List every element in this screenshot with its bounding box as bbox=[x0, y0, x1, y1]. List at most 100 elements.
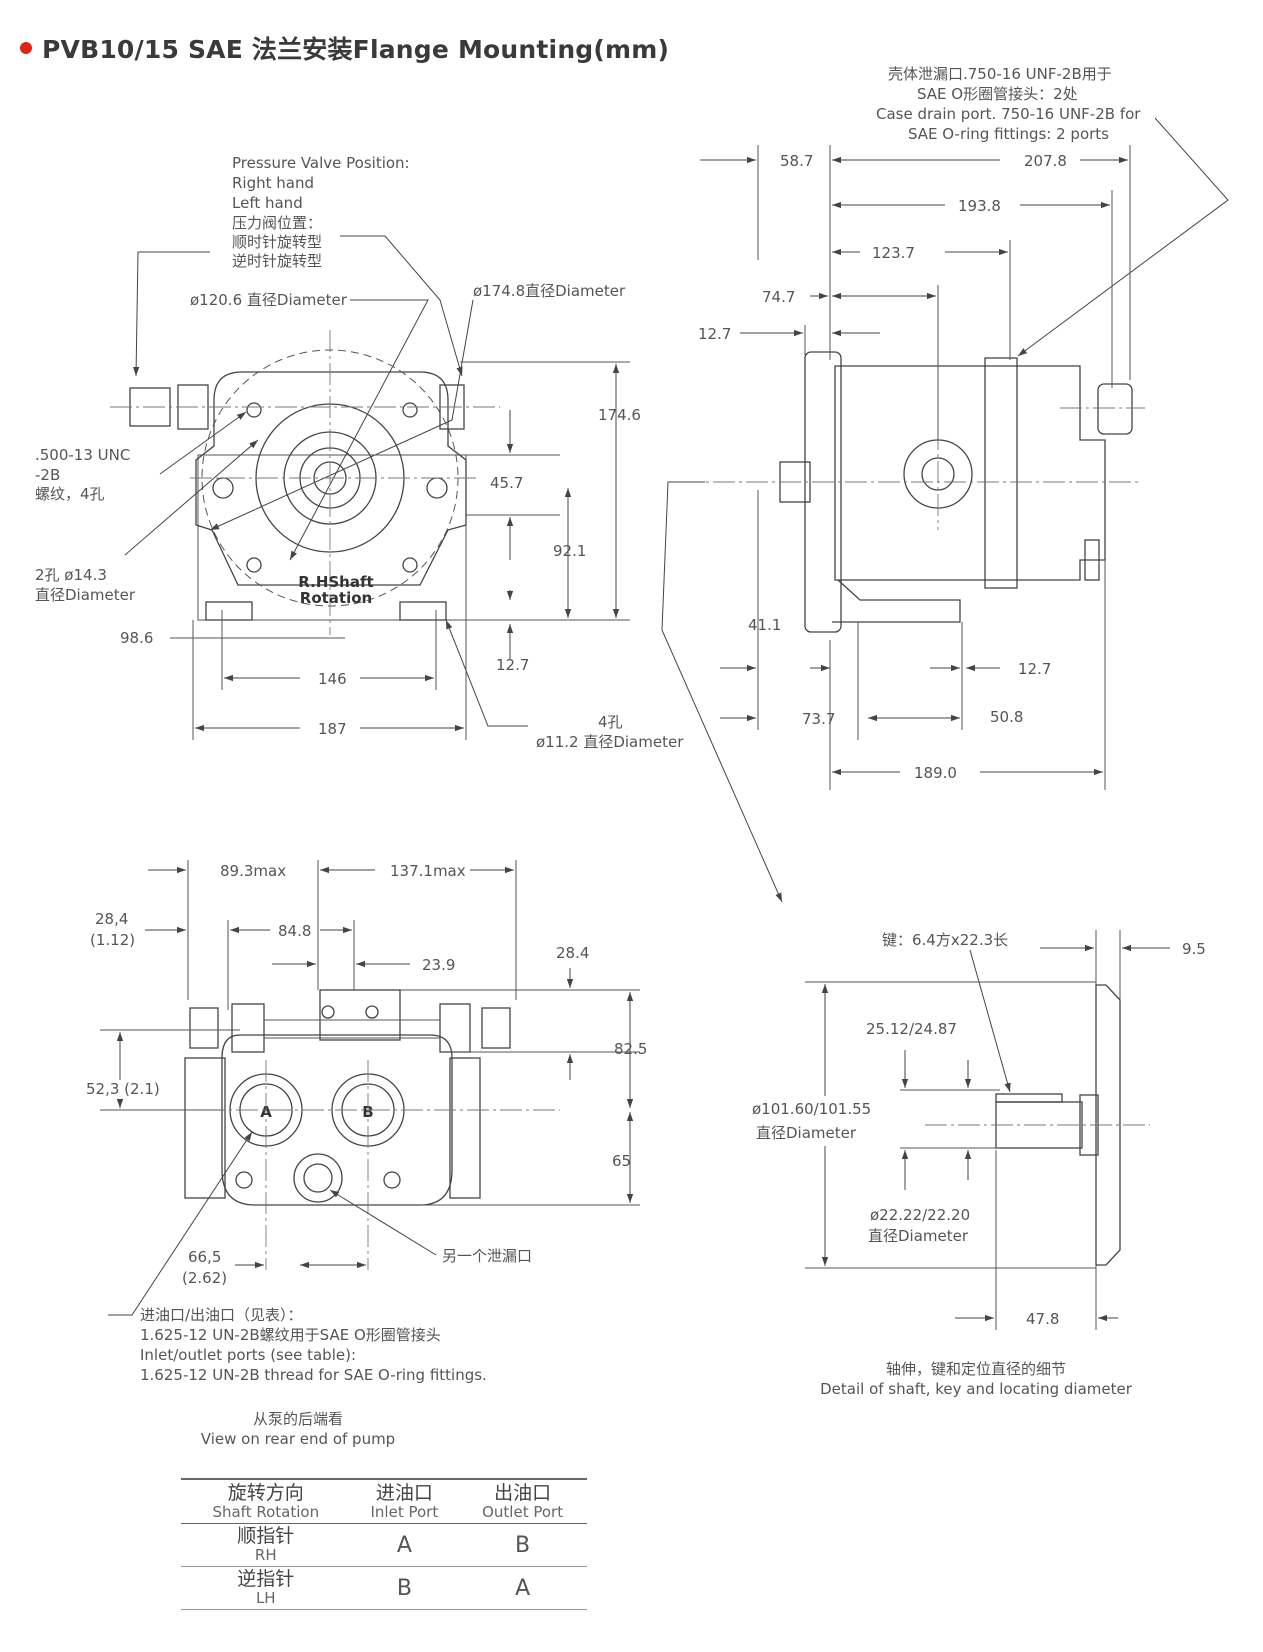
svg-text:SAE O-ring fittings: 2 ports: SAE O-ring fittings: 2 ports bbox=[908, 125, 1109, 143]
foot-left bbox=[205, 601, 253, 621]
rear-fitting-right-nut bbox=[439, 1003, 471, 1053]
svg-text:Rotation: Rotation bbox=[300, 589, 372, 607]
rear-bolt-top-left bbox=[321, 1005, 335, 1019]
dim-101-6-label: 直径Diameter bbox=[756, 1124, 857, 1142]
dia-120-label: ø120.6 直径Diameter bbox=[190, 291, 348, 309]
side-view: 壳体泄漏口.750-16 UNF-2B用于 SAE O形圈管接头：2处 Case… bbox=[661, 65, 1229, 903]
svg-text:R.HShaft: R.HShaft bbox=[298, 573, 373, 591]
rear-view: A B 89.3max 137.1max 28,4 (1.12) 84.8 23… bbox=[86, 860, 647, 1448]
svg-text:壳体泄漏口.750-16 UNF-2B用于: 壳体泄漏口.750-16 UNF-2B用于 bbox=[888, 65, 1112, 83]
dim-28-4-in: (1.12) bbox=[90, 931, 135, 949]
svg-text:Left hand: Left hand bbox=[232, 194, 303, 212]
dim-66-5: 66,5 bbox=[188, 1248, 221, 1266]
other-drain-label: 另一个泄漏口 bbox=[442, 1247, 532, 1265]
rear-drain-port bbox=[293, 1153, 343, 1203]
dia-120-leader bbox=[289, 299, 429, 561]
outlet-cell: B bbox=[458, 1523, 587, 1567]
shaft-caption-cn: 轴伸，键和定位直径的细节 bbox=[886, 1360, 1066, 1378]
dim-187: 187 bbox=[318, 720, 347, 738]
dim-207-8: 207.8 bbox=[1024, 152, 1067, 170]
dim-58-7: 58.7 bbox=[780, 152, 813, 170]
dim-73-7: 73.7 bbox=[802, 710, 835, 728]
page-title: PVB10/15 SAE 法兰安装Flange Mounting(mm) bbox=[42, 35, 670, 64]
inlet-cell: B bbox=[350, 1566, 459, 1610]
dim-65: 65 bbox=[612, 1152, 631, 1170]
svg-text:.500-13 UNC: .500-13 UNC bbox=[35, 446, 130, 464]
dim-9-5: 9.5 bbox=[1182, 940, 1206, 958]
holes-14-note: 2孔 ø14.3 直径Diameter bbox=[35, 566, 136, 604]
rear-bolt-right bbox=[383, 1171, 401, 1189]
svg-text:1.625-12 UN-2B thread for SAE: 1.625-12 UN-2B thread for SAE O-ring fit… bbox=[140, 1366, 487, 1384]
svg-text:直径Diameter: 直径Diameter bbox=[35, 586, 136, 604]
dim-193-8: 193.8 bbox=[958, 197, 1001, 215]
dim-189-0: 189.0 bbox=[914, 764, 957, 782]
svg-text:Right hand: Right hand bbox=[232, 174, 314, 192]
key-note: 键：6.4方x22.3长 bbox=[882, 931, 1008, 949]
valve-position-note: Pressure Valve Position: Right hand Left… bbox=[232, 154, 410, 270]
svg-text:压力阀位置：: 压力阀位置： bbox=[232, 214, 322, 232]
dim-89-3: 89.3max bbox=[220, 862, 286, 880]
dim-28-4b: 28.4 bbox=[556, 944, 589, 962]
svg-text:Inlet/outlet ports (see table): Inlet/outlet ports (see table): bbox=[140, 1346, 356, 1364]
front-mounting-block bbox=[197, 454, 467, 621]
bolt-bottom-left bbox=[246, 557, 262, 573]
side-body bbox=[834, 365, 1106, 581]
svg-text:逆时针旋转型: 逆时针旋转型 bbox=[232, 252, 322, 270]
detail-leader bbox=[661, 481, 783, 903]
dia-174-leader bbox=[209, 299, 474, 531]
rear-drain-port-inner bbox=[303, 1163, 333, 1193]
svg-text:顺时针旋转型: 顺时针旋转型 bbox=[232, 233, 322, 251]
dim-25-12: 25.12/24.87 bbox=[866, 1020, 957, 1038]
dim-174-6: 174.6 bbox=[598, 406, 641, 424]
front-view: Pressure Valve Position: Right hand Left… bbox=[35, 154, 684, 751]
svg-text:进油口/出油口（见表）：: 进油口/出油口（见表）： bbox=[140, 1306, 303, 1324]
side-bolt-lower bbox=[1084, 539, 1100, 581]
bolt-top-right bbox=[402, 402, 418, 418]
detail-key bbox=[995, 1093, 1063, 1103]
dia-174-label: ø174.8直径Diameter bbox=[473, 282, 626, 300]
case-drain-note: 壳体泄漏口.750-16 UNF-2B用于 SAE O形圈管接头：2处 Case… bbox=[876, 65, 1141, 143]
bolt-top-left bbox=[246, 402, 262, 418]
svg-text:1.625-12 UN-2B螺纹用于SAE O形圈管接头: 1.625-12 UN-2B螺纹用于SAE O形圈管接头 bbox=[140, 1326, 441, 1344]
rear-fitting-left bbox=[189, 1007, 219, 1049]
outlet-cell: A bbox=[458, 1566, 587, 1610]
dim-12-7-side-b: 12.7 bbox=[1018, 660, 1051, 678]
dim-22-22: ø22.22/22.20 bbox=[870, 1206, 970, 1224]
dim-137-1: 137.1max bbox=[390, 862, 466, 880]
dim-52-3: 52,3 (2.1) bbox=[86, 1080, 160, 1098]
dim-23-9: 23.9 bbox=[422, 956, 455, 974]
rear-flange-right bbox=[449, 1057, 481, 1199]
shaft-detail: 键：6.4方x22.3长 9.5 25.12/24.87 ø101.60/101… bbox=[750, 930, 1206, 1398]
svg-text:2孔 ø14.3: 2孔 ø14.3 bbox=[35, 566, 107, 584]
dim-66-5-in: (2.62) bbox=[182, 1269, 227, 1287]
dim-84-8: 84.8 bbox=[278, 922, 311, 940]
inlet-cell: A bbox=[350, 1523, 459, 1567]
front-body-outline bbox=[195, 371, 467, 586]
side-drain-fitting bbox=[1097, 383, 1133, 435]
rotation-label: R.HShaft Rotation bbox=[298, 573, 373, 607]
svg-text:ø11.2 直径Diameter: ø11.2 直径Diameter bbox=[536, 733, 684, 751]
dim-92-1: 92.1 bbox=[553, 542, 586, 560]
svg-text:Case drain port. 750-16 UNF-2B: Case drain port. 750-16 UNF-2B for bbox=[876, 105, 1141, 123]
svg-text:Pressure Valve Position:: Pressure Valve Position: bbox=[232, 154, 410, 172]
dim-98-6: 98.6 bbox=[120, 629, 153, 647]
side-flange bbox=[804, 351, 842, 633]
dim-101-6: ø101.60/101.55 bbox=[752, 1100, 871, 1118]
dim-12-7-side: 12.7 bbox=[698, 325, 731, 343]
side-foot bbox=[832, 579, 961, 623]
side-midplate bbox=[984, 357, 1018, 589]
rear-body bbox=[221, 1034, 453, 1206]
red-bullet-icon bbox=[20, 42, 32, 54]
rear-fitting-right bbox=[481, 1007, 511, 1049]
dim-82-5: 82.5 bbox=[614, 1040, 647, 1058]
rear-bolt-left bbox=[235, 1171, 253, 1189]
flange-hole-left bbox=[212, 477, 234, 499]
svg-text:-2B: -2B bbox=[35, 466, 60, 484]
